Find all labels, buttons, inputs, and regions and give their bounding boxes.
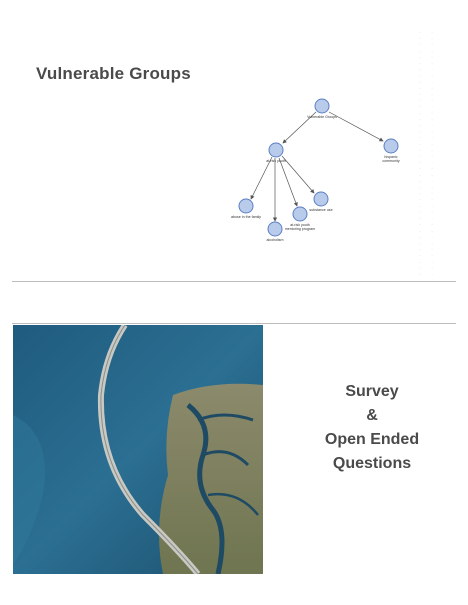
edge-root-atrisk (282, 111, 317, 144)
node-hispanic: hispanic community (382, 138, 400, 163)
node-label: substance use (309, 208, 332, 212)
aerial-bridge-photo (13, 325, 263, 574)
slide-title: Vulnerable Groups (36, 64, 191, 83)
node-circle (268, 142, 284, 158)
node-circle (314, 98, 330, 114)
node-label: hispanic (384, 155, 397, 159)
edge-atrisk-substance (281, 155, 315, 194)
node-label: alcoholism (267, 238, 284, 242)
node-circle (292, 206, 308, 222)
slide-divider (12, 323, 456, 324)
heading-line: & (366, 407, 378, 424)
node-label: at-risk youth (266, 159, 286, 163)
node-root: Vulnerable Groups (307, 98, 337, 119)
node-label-line2: mentoring program (285, 227, 315, 231)
decorative-dots-right: ········································ (431, 30, 433, 277)
node-circle (383, 138, 399, 154)
node-mentoring: at-risk youth mentoring program (285, 206, 315, 231)
heading-line: Questions (332, 455, 412, 472)
decorative-dots-left: ········································ (419, 30, 421, 277)
node-label: Vulnerable Groups (307, 115, 337, 119)
mind-map-diagram: Vulnerable Groups at-risk youth hispanic… (231, 98, 400, 242)
node-circle (238, 198, 254, 214)
edge-root-hispanic (328, 111, 384, 142)
edge-atrisk-abuse (250, 156, 273, 200)
node-label: abuse in the family (231, 215, 261, 219)
node-atrisk: at-risk youth (266, 142, 286, 163)
node-substance: substance use (309, 191, 333, 212)
slide2-heading: Survey & Open Ended Questions (278, 380, 466, 476)
slide-divider (12, 281, 456, 282)
node-circle (313, 191, 329, 207)
edge-atrisk-mentoring (278, 157, 298, 207)
node-label: at-risk youth (290, 223, 310, 227)
heading-line: Survey (345, 383, 399, 400)
node-circle (267, 221, 283, 237)
heading-line: Open Ended (324, 431, 420, 448)
node-abuse: abuse in the family (231, 198, 261, 219)
node-alcohol: alcoholism (267, 221, 284, 242)
node-label-line2: community (382, 159, 400, 163)
